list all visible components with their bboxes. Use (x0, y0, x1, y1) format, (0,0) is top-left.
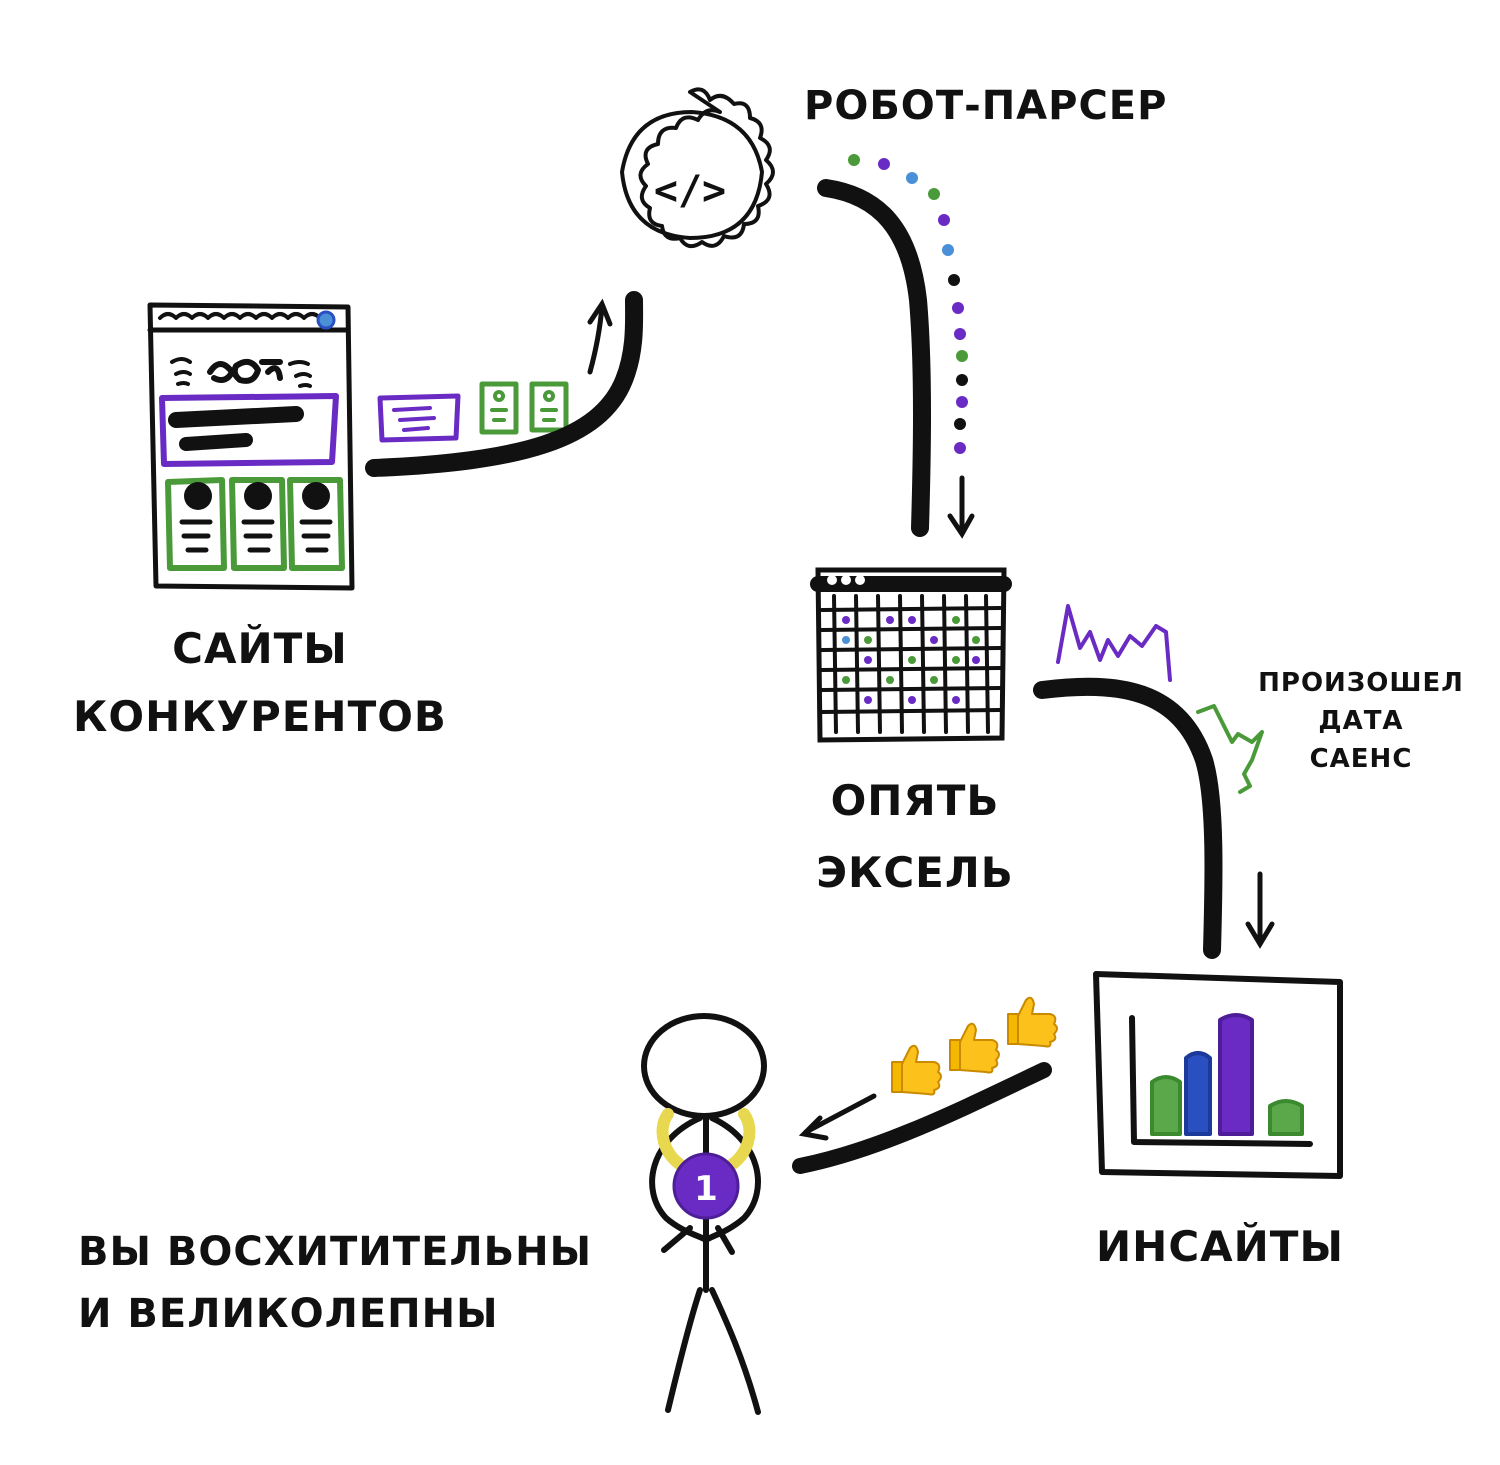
medal-number: 1 (694, 1169, 718, 1209)
bar-chart-icon (1093, 971, 1343, 1179)
label-you-line1: ВЫ ВОСХИТИТЕЛЬНЫ (78, 1229, 593, 1275)
data-dots (848, 154, 968, 454)
purple-squiggle (1056, 604, 1172, 682)
label-insights: ИНСАЙТЫ (1096, 1222, 1344, 1271)
label-competitor-sites-line2: КОНКУРЕНТОВ (73, 692, 447, 741)
label-competitor-sites-line1: САЙТЫ (172, 624, 348, 673)
label-data-science-line3: САЕНС (1309, 744, 1413, 774)
label-excel-line2: ЭКСЕЛЬ (816, 848, 1014, 897)
label-excel-line1: ОПЯТЬ (830, 776, 1000, 825)
website-icon (147, 302, 355, 591)
arrow-to-insights (1033, 677, 1275, 959)
label-data-science-line1: ПРОИЗОШЕЛ (1258, 668, 1464, 698)
arrow-to-you (792, 1062, 1052, 1174)
label-robot-parser: РОБОТ-ПАРСЕР (804, 83, 1168, 129)
bar-chart-bars (1150, 1013, 1304, 1136)
spreadsheet-cells (842, 616, 980, 704)
green-squiggle (1196, 704, 1264, 794)
data-cards (377, 381, 569, 443)
gear-icon (620, 87, 775, 249)
label-data-science-line2: ДАТА (1318, 706, 1404, 736)
medal-icon (656, 1108, 756, 1220)
spreadsheet-icon (810, 567, 1012, 743)
thumbs-up-icon (891, 996, 1058, 1096)
arrow-to-parser (365, 291, 644, 477)
code-glyph: </> (654, 168, 726, 214)
label-you-line2: И ВЕЛИКОЛЕПНЫ (78, 1291, 499, 1337)
arrow-to-excel (817, 179, 975, 539)
